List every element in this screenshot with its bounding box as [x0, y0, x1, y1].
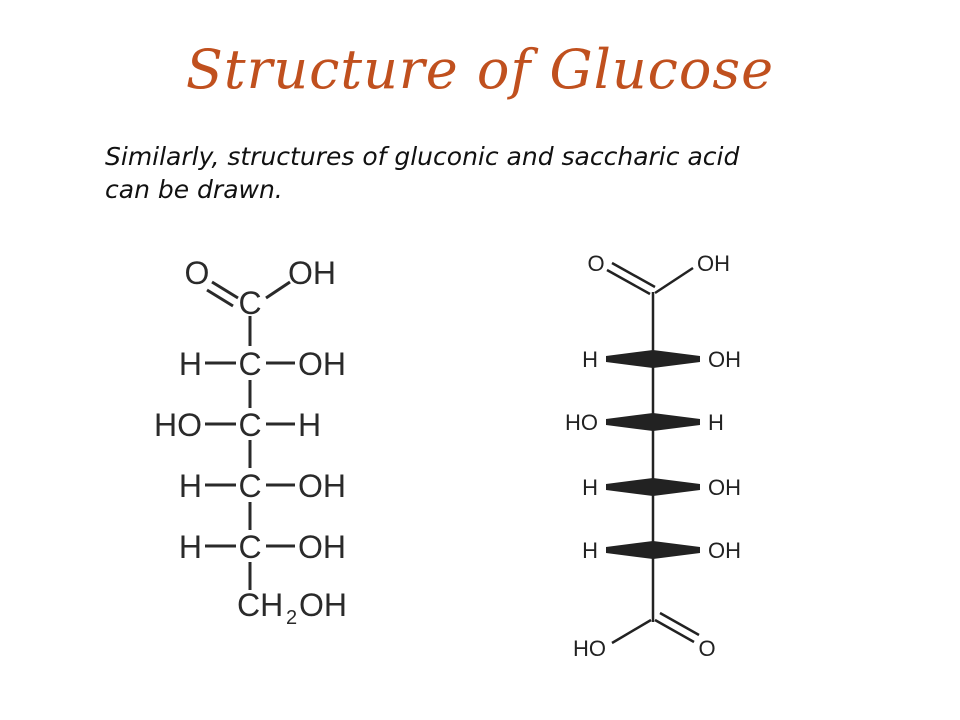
atom-c6-ch: CH	[237, 587, 283, 623]
wedge-r4-left	[606, 541, 653, 559]
slide-title: Structure of Glucose	[185, 38, 775, 101]
atom-top-o: O	[587, 251, 604, 276]
slide-body-text: Similarly, structures of gluconic and sa…	[105, 140, 925, 206]
atom-r5-c: C	[238, 529, 261, 565]
atom-r3-h: H	[298, 407, 321, 443]
atom-r4-oh: OH	[298, 468, 346, 504]
saccharic-acid-labels: O OH H OH HO H H OH H OH HO O	[565, 251, 741, 661]
atom-c6-oh: OH	[299, 587, 347, 623]
gluconic-acid-structure	[205, 280, 295, 590]
wedge-r1-left	[606, 350, 653, 368]
atom-r3-ho: HO	[154, 407, 202, 443]
atom-r4-h: H	[582, 538, 598, 563]
atom-c1-oh: OH	[288, 255, 336, 291]
saccharic-acid-structure	[606, 261, 700, 645]
atom-r4-c: C	[238, 468, 261, 504]
atom-c1: C	[238, 285, 261, 321]
atom-r3-c: C	[238, 407, 261, 443]
atom-r5-h: H	[179, 529, 202, 565]
atom-r5-oh: OH	[298, 529, 346, 565]
atom-r1-h: H	[582, 347, 598, 372]
wedge-r4-right	[653, 541, 700, 559]
atom-c6-subscript: 2	[286, 607, 297, 629]
atom-r4-oh: OH	[708, 538, 741, 563]
bond-carbonyl-1	[211, 280, 239, 300]
atom-carbonyl-o: O	[185, 255, 210, 291]
atom-r2-h-right: H	[708, 410, 724, 435]
wedge-r2-right	[653, 413, 700, 431]
atom-bottom-ho: HO	[573, 636, 606, 661]
atom-bottom-o: O	[698, 636, 715, 661]
atom-r3-oh: OH	[708, 475, 741, 500]
atom-r2-h: H	[179, 346, 202, 382]
wedge-r3-left	[606, 478, 653, 496]
atom-r1-oh: OH	[708, 347, 741, 372]
atom-r2-c: C	[238, 346, 261, 382]
wedge-r2-left	[606, 413, 653, 431]
bond-bottom-co-1	[654, 618, 695, 644]
atom-r2-oh: OH	[298, 346, 346, 382]
body-line-1: Similarly, structures of gluconic and sa…	[105, 142, 740, 171]
atom-top-oh: OH	[697, 251, 730, 276]
body-line-2: can be drawn.	[105, 175, 283, 204]
wedge-r1-right	[653, 350, 700, 368]
bond-carbonyl-2	[206, 288, 234, 308]
bond-bottom-co-2	[659, 611, 700, 637]
atom-r3-h: H	[582, 475, 598, 500]
bond-top-c-oh	[654, 266, 694, 295]
bond-c1-oh	[265, 280, 291, 300]
atom-r4-h: H	[179, 468, 202, 504]
wedge-r3-right	[653, 478, 700, 496]
bond-top-co-1	[606, 268, 651, 296]
atom-r2-ho: HO	[565, 410, 598, 435]
bond-bottom-c-oh	[611, 618, 652, 645]
bond-top-co-2	[611, 261, 656, 289]
gluconic-acid-labels: O C OH H C OH HO C H H C OH H C OH CH 2 …	[154, 255, 347, 629]
